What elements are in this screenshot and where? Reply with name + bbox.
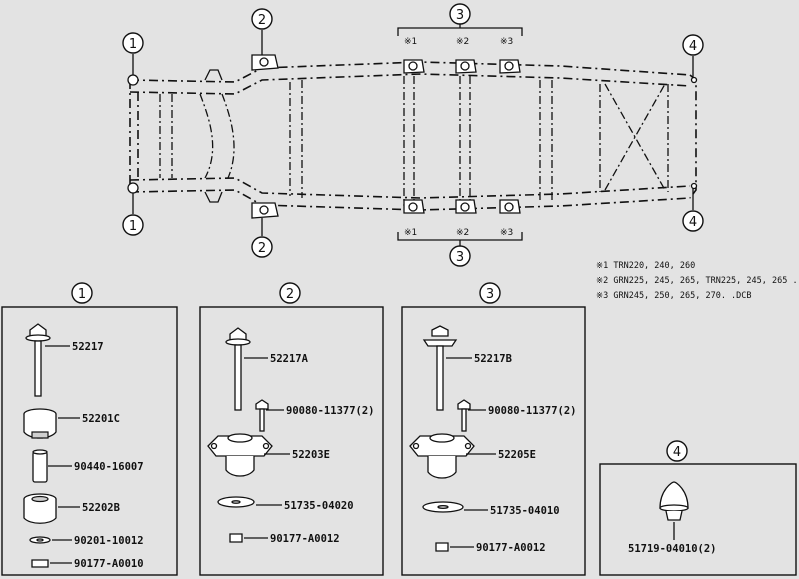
frame-callouts: 1 1 2 2 3 3 4 4 [122,3,704,267]
callout-1-bottom: 1 [122,214,144,236]
svg-text:3: 3 [456,250,464,265]
svg-text:52203E: 52203E [292,449,330,461]
svg-text:※2 GRN225, 245, 265, TRN225, 2: ※2 GRN225, 245, 265, TRN225, 245, 265 . … [596,276,799,286]
svg-text:※3: ※3 [500,37,513,47]
svg-text:90440-16007: 90440-16007 [74,461,144,473]
svg-text:51735-04020: 51735-04020 [284,500,354,512]
group-2-callout: 2 [279,282,301,304]
svg-text:※1: ※1 [404,37,417,47]
leader-lines [132,20,694,248]
svg-text:4: 4 [689,215,697,230]
svg-text:※1 TRN220, 240, 260: ※1 TRN220, 240, 260 [596,261,695,271]
svg-text:90201-10012: 90201-10012 [74,535,144,547]
group-4-callout: 4 [666,440,688,462]
svg-text:52217: 52217 [72,341,104,353]
group-1-callout: 1 [71,282,93,304]
svg-text:2: 2 [258,13,266,28]
svg-text:※3 GRN245, 250, 265, 270. .DCB: ※3 GRN245, 250, 265, 270. .DCB [596,291,752,301]
svg-text:52201C: 52201C [82,413,120,425]
svg-text:※2: ※2 [456,228,469,238]
svg-text:52217A: 52217A [270,353,309,365]
callout-2-top: 2 [251,8,273,30]
svg-text:51719-04010(2): 51719-04010(2) [628,543,717,555]
svg-text:51735-04010: 51735-04010 [490,505,560,517]
callout-1-top: 1 [122,32,144,54]
callout-4-top: 4 [682,34,704,56]
svg-text:※3: ※3 [500,228,513,238]
frame-mount-pads [127,54,698,219]
svg-text:90177-A0012: 90177-A0012 [270,533,340,545]
callout-3-bottom: 3 [449,245,471,267]
svg-text:52205E: 52205E [498,449,536,461]
svg-text:4: 4 [673,445,681,460]
parts-group-4: 4 51719-04010(2) [599,440,797,576]
svg-text:2: 2 [258,241,266,256]
svg-text:52202B: 52202B [82,502,120,514]
chassis-frame [129,61,697,211]
svg-text:2: 2 [286,287,294,302]
svg-text:90177-A0012: 90177-A0012 [476,542,546,554]
svg-text:※1: ※1 [404,228,417,238]
callout-3-top: 3 [449,3,471,25]
svg-text:1: 1 [78,287,86,302]
callout-2-bottom: 2 [251,236,273,258]
svg-text:90080-11377(2): 90080-11377(2) [286,405,375,417]
svg-text:※2: ※2 [456,37,469,47]
parts-group-1: 1 52217 52201C 90440-16007 52202B 90201-… [1,282,178,576]
svg-text:1: 1 [129,219,137,234]
parts-group-3: 3 52217B 90080-11377(2) 52205E 51735-040… [401,282,586,576]
svg-text:90080-11377(2): 90080-11377(2) [488,405,577,417]
parts-group-2: 2 52217A 90080-11377(2) 52203E 51735-040… [199,282,384,576]
callout-4-bottom: 4 [682,210,704,232]
group-3-callout: 3 [479,282,501,304]
variant-notes: ※1 TRN220, 240, 260 ※2 GRN225, 245, 265,… [596,261,799,301]
svg-text:3: 3 [456,8,464,23]
svg-text:90177-A0010: 90177-A0010 [74,558,144,570]
svg-text:52217B: 52217B [474,353,512,365]
variant-marks: ※1 ※2 ※3 ※1 ※2 ※3 [404,37,513,238]
svg-text:1: 1 [129,37,137,52]
svg-text:4: 4 [689,39,697,54]
svg-text:3: 3 [486,287,494,302]
